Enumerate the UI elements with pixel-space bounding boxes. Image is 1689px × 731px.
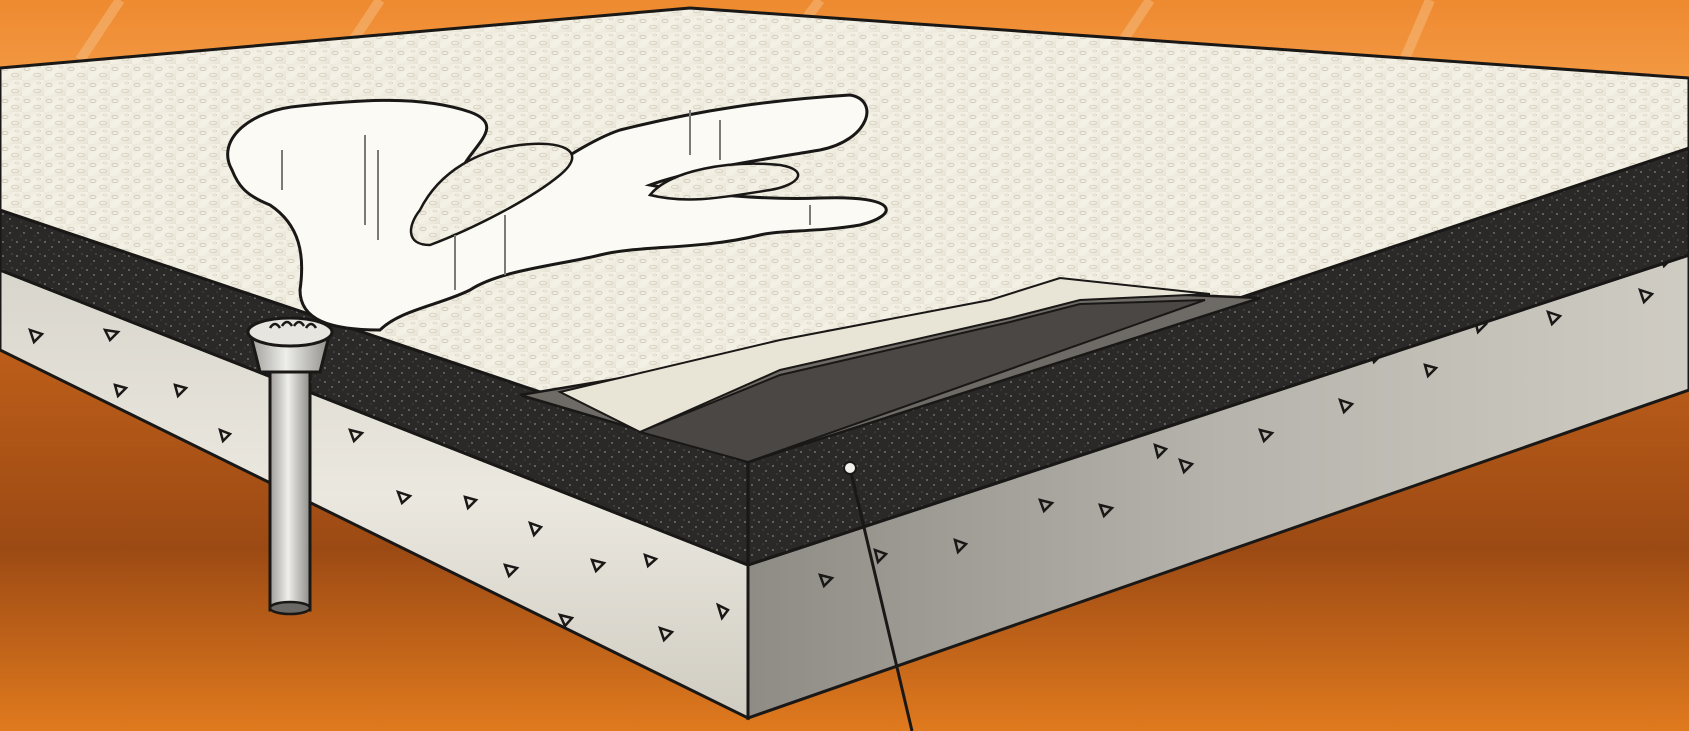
roof-cross-section-illustration: [0, 0, 1689, 731]
roof-slab-svg: [0, 0, 1689, 731]
